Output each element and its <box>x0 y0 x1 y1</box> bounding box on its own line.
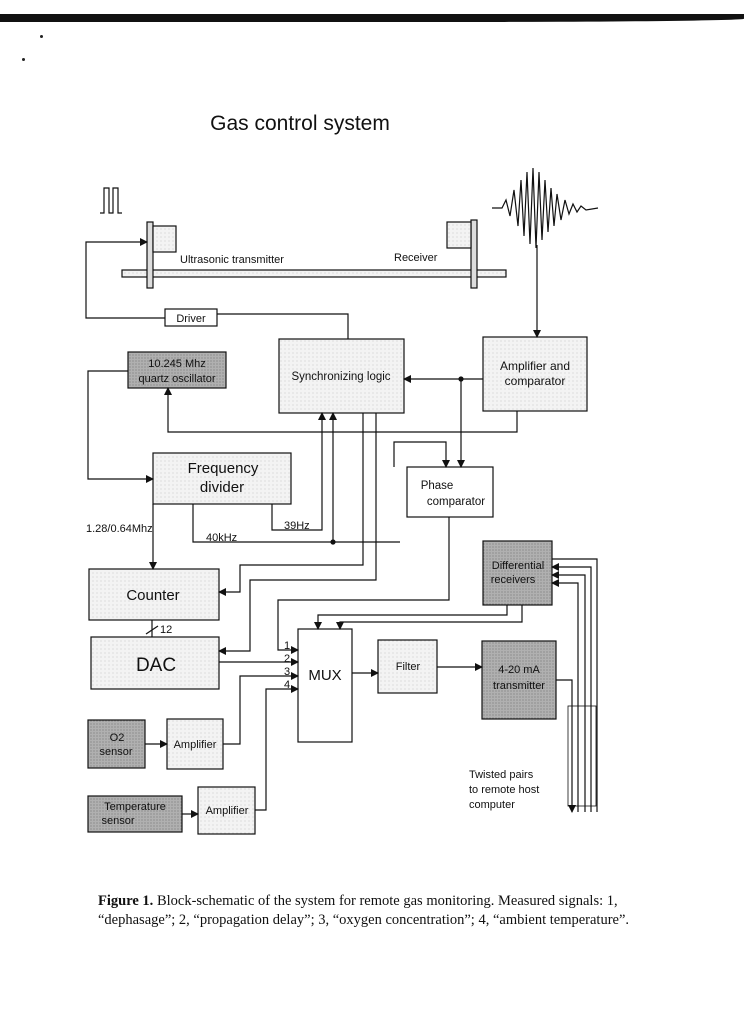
oscillator-block <box>127 351 227 389</box>
figure-number: Figure 1. <box>98 893 154 909</box>
scan-speck <box>22 58 25 61</box>
o2-sensor-block <box>87 719 146 769</box>
counter-label: Counter <box>126 587 179 604</box>
amplifier-1-label: Amplifier <box>174 739 217 751</box>
phase-comparator-label-2: comparator <box>427 496 485 508</box>
wire <box>277 517 450 654</box>
receiver-element <box>446 221 472 249</box>
mux-label: MUX <box>308 667 341 684</box>
receiver-post <box>470 219 478 289</box>
amp-comparator-block <box>482 336 588 412</box>
wire <box>314 605 508 630</box>
receiver-label: Receiver <box>394 252 438 264</box>
wire <box>552 558 598 812</box>
wire <box>271 412 326 531</box>
twisted-pairs-label-2: to remote host <box>469 784 539 796</box>
wire <box>85 238 165 319</box>
f40k-label: 40kHz <box>206 532 237 544</box>
twisted-pair-bundle <box>567 705 597 807</box>
amplifier-1-block <box>166 718 224 770</box>
driver-label: Driver <box>176 313 206 325</box>
twisted-pairs-label-1: Twisted pairs <box>469 769 534 781</box>
twisted-pairs-label-3: computer <box>469 799 515 811</box>
f39-label: 39Hz <box>284 520 310 532</box>
transmitter-4-20-label-2: transmitter <box>493 680 545 692</box>
temp-sensor-block <box>87 795 183 833</box>
wire <box>393 441 450 468</box>
wire <box>223 672 299 745</box>
figure-caption-text: Block-schematic of the system for remote… <box>98 893 630 928</box>
wire <box>556 679 576 813</box>
transmitter-4-20-label-1: 4-20 mA <box>498 664 540 676</box>
amp-comparator-label-1: Amplifier and <box>500 359 570 373</box>
wire <box>164 387 518 433</box>
figure-caption: Figure 1. Block-schematic of the system … <box>98 892 658 930</box>
scan-edge <box>0 14 744 22</box>
wire <box>218 413 364 596</box>
transmitter-post <box>146 221 154 289</box>
filter-block <box>377 639 438 694</box>
phase-comparator-block <box>406 466 494 518</box>
oscillator-label-2: quartz oscillator <box>138 373 215 385</box>
counter-block <box>88 568 220 621</box>
wire <box>551 571 586 812</box>
transmitter-element <box>152 225 177 253</box>
dac-label: DAC <box>136 655 176 676</box>
freq-out-label: 1.28/0.64Mhz <box>86 523 153 535</box>
mux-input-1-label: 1 <box>284 640 290 652</box>
wire <box>336 605 523 630</box>
amplifier-2-label: Amplifier <box>206 805 249 817</box>
wire <box>145 625 159 635</box>
wire <box>255 685 299 811</box>
o2-sensor-label-1: O2 <box>110 732 125 744</box>
sync-logic-label: Synchronizing logic <box>291 371 390 383</box>
wire <box>87 370 154 483</box>
wire <box>551 563 592 812</box>
scan-speck <box>40 35 43 38</box>
dac-block <box>90 636 220 690</box>
diff-receivers-label-2: receivers <box>491 574 536 586</box>
wire <box>218 413 377 655</box>
amp-comparator-label-2: comparator <box>505 374 566 388</box>
pulse-train-icon <box>100 187 122 214</box>
diff-receivers-label-1: Differential <box>492 560 544 572</box>
diff-receivers-block <box>482 540 553 606</box>
mux-input-2-label: 2 <box>284 653 290 665</box>
temp-sensor-label-1: Temperature <box>104 801 166 813</box>
phase-comparator-label-1: Phase <box>421 480 454 492</box>
diagram-title: Gas control system <box>210 112 390 135</box>
freq-divider-label-1: Frequency <box>188 460 259 477</box>
mux-input-4-label: 4 <box>284 679 290 691</box>
o2-sensor-label-2: sensor <box>99 746 132 758</box>
oscillator-label-1: 10.245 Mhz <box>148 358 205 370</box>
wire <box>551 579 579 812</box>
transmitter-label: Ultrasonic transmitter <box>180 254 284 266</box>
bits-label: 12 <box>160 624 172 636</box>
transmitter-4-20-block <box>481 640 557 720</box>
wire <box>217 313 349 339</box>
freq-divider-label-2: divider <box>200 479 244 496</box>
mux-block <box>297 628 353 743</box>
filter-label: Filter <box>396 661 421 673</box>
ultrasonic-wave-icon <box>492 167 599 249</box>
acoustic-rail <box>121 269 507 278</box>
mux-input-3-label: 3 <box>284 666 290 678</box>
temp-sensor-label-2: sensor <box>101 815 134 827</box>
